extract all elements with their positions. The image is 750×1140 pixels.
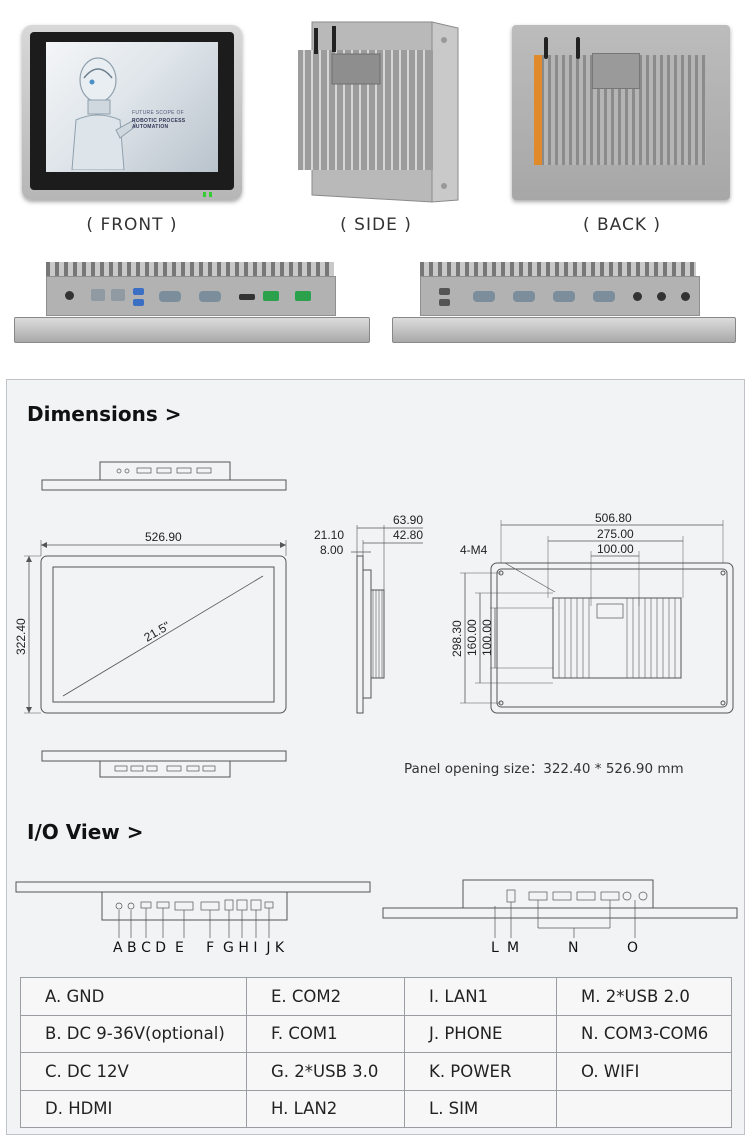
- dimension-drawings: 526.90 322.40 21.5" 63.90 21.10 42.80 8.…: [14, 461, 738, 938]
- front-view-photo: FUTURE SCOPE OF ROBOTIC PROCESS AUTOMATI…: [22, 25, 242, 200]
- dim-side-a: 21.10: [314, 528, 344, 542]
- dim-back-w2: 275.00: [597, 527, 634, 541]
- io-letters-left: A B C D E F G H I J K: [113, 940, 285, 956]
- orange-accent-strip: [534, 55, 542, 165]
- table-cell: N. COM3-COM6: [556, 1014, 732, 1053]
- screen-tagline-1: FUTURE SCOPE OF: [132, 110, 185, 116]
- dim-side-c: 8.00: [320, 543, 344, 557]
- usb3-port: [133, 299, 144, 306]
- lan-port: [91, 289, 105, 301]
- table-cell: H. LAN2: [246, 1089, 405, 1128]
- dim-side-total: 63.90: [393, 513, 423, 527]
- table-row: D. HDMI H. LAN2 L. SIM: [20, 1089, 732, 1128]
- table-cell: E. COM2: [246, 977, 405, 1016]
- antenna-icon: [576, 37, 580, 59]
- table-cell: M. 2*USB 2.0: [556, 977, 732, 1016]
- table-cell: A. GND: [20, 977, 247, 1016]
- product-photos: FUTURE SCOPE OF ROBOTIC PROCESS AUTOMATI…: [0, 0, 750, 245]
- dim-diagonal: 21.5": [142, 619, 173, 645]
- table-cell: D. HDMI: [20, 1089, 247, 1128]
- usb3-port: [133, 288, 144, 295]
- table-row: C. DC 12V G. 2*USB 3.0 K. POWER O. WIFI: [20, 1052, 732, 1091]
- button-icon: [657, 292, 666, 301]
- back-view-photo: [512, 25, 730, 200]
- io-letter-m: M: [507, 940, 520, 956]
- front-caption: ( FRONT ): [86, 215, 178, 235]
- wifi-antenna-port: [681, 292, 690, 301]
- com-port: [513, 291, 535, 302]
- table-cell: B. DC 9-36V(optional): [20, 1014, 247, 1053]
- wifi-antenna-port: [633, 292, 642, 301]
- robot-illustration: [71, 57, 137, 170]
- side-caption: ( SIDE ): [340, 215, 412, 235]
- gnd-port: [65, 291, 74, 300]
- io-port-panel: [46, 276, 336, 316]
- io-letter-o: O: [627, 940, 639, 956]
- back-caption: ( BACK ): [582, 215, 662, 235]
- dimensions-heading: Dimensions >: [27, 402, 182, 426]
- io-photo-left: [14, 262, 370, 348]
- dim-front-width: 526.90: [145, 530, 182, 544]
- com-port: [553, 291, 575, 302]
- table-cell: J. PHONE: [404, 1014, 557, 1053]
- io-port-panel: [420, 276, 700, 316]
- io-letter-n: N: [568, 940, 579, 956]
- dim-back-width: 506.80: [595, 511, 632, 525]
- dc-terminal: [295, 291, 311, 301]
- back-label-plate: [592, 53, 640, 89]
- dim-back-h1: 298.30: [450, 620, 464, 657]
- table-cell: L. SIM: [404, 1089, 557, 1128]
- hdmi-port: [239, 294, 255, 300]
- status-led: [209, 192, 212, 197]
- com-port: [159, 291, 181, 302]
- usb2-port: [439, 299, 450, 306]
- table-row: A. GND E. COM2 I. LAN1 M. 2*USB 2.0: [20, 977, 732, 1016]
- table-cell: G. 2*USB 3.0: [246, 1052, 405, 1091]
- table-cell: I. LAN1: [404, 977, 557, 1016]
- screen-tagline-2: ROBOTIC PROCESS AUTOMATION: [132, 118, 186, 130]
- table-cell: C. DC 12V: [20, 1052, 247, 1091]
- lan-port: [111, 289, 125, 301]
- com-port: [199, 291, 221, 302]
- io-letter-l: L: [491, 940, 499, 956]
- dc-terminal: [263, 291, 279, 301]
- antenna-icon: [544, 37, 548, 59]
- usb2-port: [439, 288, 450, 295]
- spec-panel: Dimensions >: [6, 379, 745, 1135]
- table-cell: [556, 1089, 732, 1128]
- table-cell: F. COM1: [246, 1014, 405, 1053]
- front-bezel: FUTURE SCOPE OF ROBOTIC PROCESS AUTOMATI…: [30, 32, 234, 197]
- table-cell: O. WIFI: [556, 1052, 732, 1091]
- dim-mount-label: 4-M4: [460, 543, 488, 557]
- table-row: B. DC 9-36V(optional) F. COM1 J. PHONE N…: [20, 1014, 732, 1053]
- dim-side-b: 42.80: [393, 528, 423, 542]
- front-screen: FUTURE SCOPE OF ROBOTIC PROCESS AUTOMATI…: [46, 42, 218, 172]
- dim-back-h2: 160.00: [465, 619, 479, 656]
- panel-opening-size: Panel opening size：322.40 * 526.90 mm: [404, 761, 684, 777]
- io-legend-table: A. GND E. COM2 I. LAN1 M. 2*USB 2.0 B. D…: [20, 977, 732, 1128]
- status-led: [203, 192, 206, 197]
- table-cell: K. POWER: [404, 1052, 557, 1091]
- io-fins: [46, 262, 334, 278]
- io-view-heading: I/O View >: [27, 820, 144, 844]
- dim-back-h3: 100.00: [480, 619, 494, 656]
- dim-front-height: 322.40: [14, 618, 28, 655]
- side-view-photo: [298, 21, 459, 203]
- com-port: [593, 291, 615, 302]
- dim-back-w3: 100.00: [597, 542, 634, 556]
- panel-frame-edge: [392, 317, 736, 343]
- com-port: [473, 291, 495, 302]
- io-photo-right: [392, 262, 736, 348]
- io-fins: [420, 262, 696, 278]
- panel-frame-edge: [14, 317, 370, 343]
